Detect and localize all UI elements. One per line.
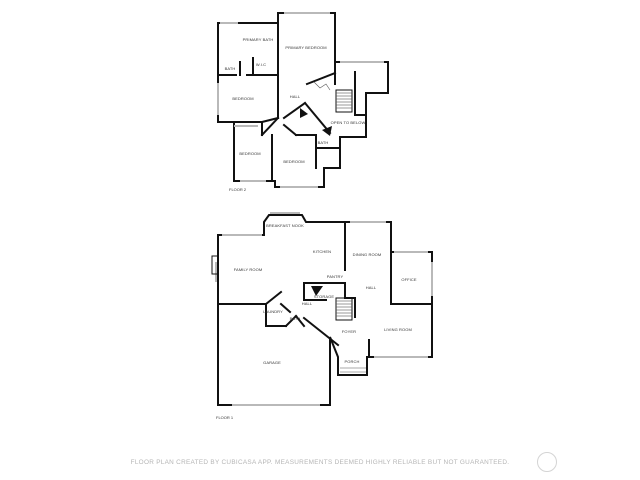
- label-hall-upper: HALL: [290, 94, 301, 99]
- label-kitchen: KITCHEN: [313, 249, 331, 254]
- floor-2-plan: PRIMARY BATH PRIMARY BEDROOM BATH W.I.C …: [217, 12, 389, 192]
- label-laundry: LAUNDRY: [263, 309, 283, 314]
- label-primary-bath: PRIMARY BATH: [243, 37, 274, 42]
- floor-1-label: FLOOR 1: [216, 415, 234, 420]
- label-bath-main: BATH: [290, 316, 301, 321]
- floor-2-labels: PRIMARY BATH PRIMARY BEDROOM BATH W.I.C …: [225, 37, 366, 192]
- label-foyer: FOYER: [342, 329, 356, 334]
- label-bedroom-west: BEDROOM: [232, 96, 253, 101]
- floor-1-windows: [215, 212, 433, 406]
- label-dining-room: DINING ROOM: [353, 252, 382, 257]
- floor-2-stairs: [313, 81, 353, 113]
- label-open-to-below: OPEN TO BELOW: [331, 120, 366, 125]
- floor-1-plan: BREAKFAST NOOK KITCHEN DINING ROOM FAMIL…: [211, 212, 433, 420]
- floor-1-walls: [217, 214, 433, 406]
- label-hall-laundry: HALL: [302, 301, 313, 306]
- label-porch: PORCH: [345, 359, 360, 364]
- floor-1-wall-marker: [311, 286, 323, 296]
- floor-2-walls: [217, 12, 389, 188]
- label-wic: W.I.C: [256, 62, 266, 67]
- label-family-room: FAMILY ROOM: [234, 267, 263, 272]
- cubicasa-logo-icon: [537, 452, 557, 472]
- floor-1-stairs: [335, 297, 353, 321]
- label-hall-dining: HALL: [366, 285, 377, 290]
- disclaimer-text: FLOOR PLAN CREATED BY CUBICASA APP. MEAS…: [130, 459, 510, 466]
- label-living-room: LIVING ROOM: [384, 327, 412, 332]
- floor-2-windows: [217, 12, 384, 188]
- label-pantry: PANTRY: [327, 274, 344, 279]
- label-bedroom-south: BEDROOM: [283, 159, 304, 164]
- label-bath-upper: BATH: [225, 66, 236, 71]
- porch-steps: [340, 367, 366, 373]
- label-garage: GARAGE: [263, 360, 281, 365]
- label-office: OFFICE: [401, 277, 416, 282]
- fireplace-icon: [211, 255, 219, 275]
- floor-2-label: FLOOR 2: [229, 187, 247, 192]
- label-primary-bedroom: PRIMARY BEDROOM: [285, 45, 326, 50]
- floor-2-wall-marker: [300, 108, 308, 118]
- label-storage: STORAGE: [314, 294, 334, 299]
- floor-1-labels: BREAKFAST NOOK KITCHEN DINING ROOM FAMIL…: [216, 223, 417, 420]
- label-bath-lower: BATH: [318, 140, 329, 145]
- label-breakfast-nook: BREAKFAST NOOK: [266, 223, 304, 228]
- floor-2-stair-marker: [322, 126, 332, 136]
- label-bedroom-southwest: BEDROOM: [239, 151, 260, 156]
